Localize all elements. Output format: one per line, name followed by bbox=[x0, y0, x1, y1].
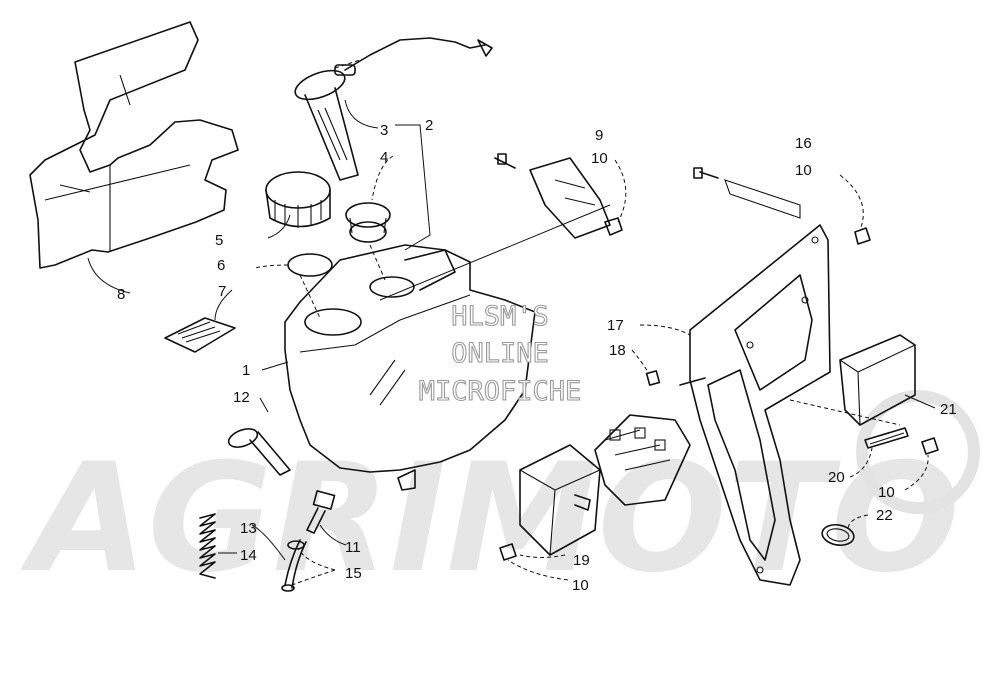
part-7-decal bbox=[164, 317, 236, 353]
callout-10-a: 10 bbox=[591, 150, 608, 167]
part-20-strap bbox=[864, 427, 909, 449]
callout-19: 19 bbox=[573, 552, 590, 569]
part-9-bolt-bracket bbox=[379, 153, 611, 301]
part-22-ring-clamp bbox=[821, 523, 855, 547]
part-3-fuel-sender bbox=[294, 37, 493, 181]
callout-11: 11 bbox=[345, 539, 361, 556]
callout-6: 6 bbox=[217, 257, 225, 274]
part-5-fuel-cap bbox=[265, 171, 331, 228]
callout-22: 22 bbox=[876, 507, 893, 524]
part-relay-cluster bbox=[594, 414, 691, 506]
part-16-bolt bbox=[693, 167, 801, 219]
agrimoto-logo-watermark: AGRIMOTO bbox=[20, 390, 980, 606]
hlsm-watermark: HLSM'S ONLINE MICROFICHE bbox=[418, 300, 582, 407]
part-10-nut-b bbox=[854, 227, 871, 245]
part-21-battery-box bbox=[789, 334, 916, 426]
callout-1: 1 bbox=[242, 362, 250, 379]
part-14-spring bbox=[199, 513, 216, 579]
callout-9: 9 bbox=[595, 127, 603, 144]
callout-8: 8 bbox=[117, 286, 125, 303]
callout-10-d: 10 bbox=[572, 577, 589, 594]
callout-21: 21 bbox=[940, 401, 957, 418]
part-12-clamp bbox=[227, 428, 291, 476]
watermark-line-2: ONLINE bbox=[451, 338, 549, 369]
part-15-hose bbox=[281, 539, 307, 592]
callout-2: 2 bbox=[425, 117, 433, 134]
callout-20: 20 bbox=[828, 469, 845, 486]
callout-15: 15 bbox=[345, 565, 362, 582]
logo-wheel-icon bbox=[856, 390, 980, 514]
part-17-mounting-bracket bbox=[689, 224, 831, 586]
callout-labels: 2 3 4 5 6 7 8 1 12 9 10 16 10 17 18 21 2… bbox=[117, 117, 957, 594]
bracket-2 bbox=[395, 124, 431, 251]
watermark-line-3: MICROFICHE bbox=[419, 376, 582, 407]
callout-4: 4 bbox=[380, 149, 388, 166]
part-1-fuel-tank bbox=[284, 244, 536, 491]
callout-17: 17 bbox=[607, 317, 624, 334]
callout-13: 13 bbox=[240, 520, 257, 537]
callout-3: 3 bbox=[380, 122, 388, 139]
callout-14: 14 bbox=[240, 547, 257, 564]
callout-7: 7 bbox=[218, 283, 226, 300]
callout-12: 12 bbox=[233, 389, 250, 406]
part-8-heat-shield bbox=[29, 21, 239, 269]
callout-5: 5 bbox=[215, 232, 223, 249]
callout-18: 18 bbox=[609, 342, 626, 359]
logo-text: AGRIMOTO bbox=[20, 432, 960, 606]
part-6-o-ring bbox=[287, 253, 333, 277]
part-10-nut-c bbox=[499, 543, 517, 561]
callout-16: 16 bbox=[795, 135, 812, 152]
part-19-module-box bbox=[519, 444, 601, 556]
part-11-fitting bbox=[306, 490, 336, 534]
part-18-bolt bbox=[645, 370, 706, 386]
part-10-nut-d bbox=[921, 437, 939, 455]
callout-10-c: 10 bbox=[878, 484, 895, 501]
callout-10-b: 10 bbox=[795, 162, 812, 179]
leader-10b bbox=[839, 174, 864, 231]
part-4-grommet bbox=[345, 202, 391, 243]
leader-10a bbox=[614, 159, 627, 223]
part-10-nut-a bbox=[604, 217, 623, 236]
watermark-line-1: HLSM'S bbox=[451, 301, 549, 332]
leader-lines bbox=[87, 99, 936, 586]
